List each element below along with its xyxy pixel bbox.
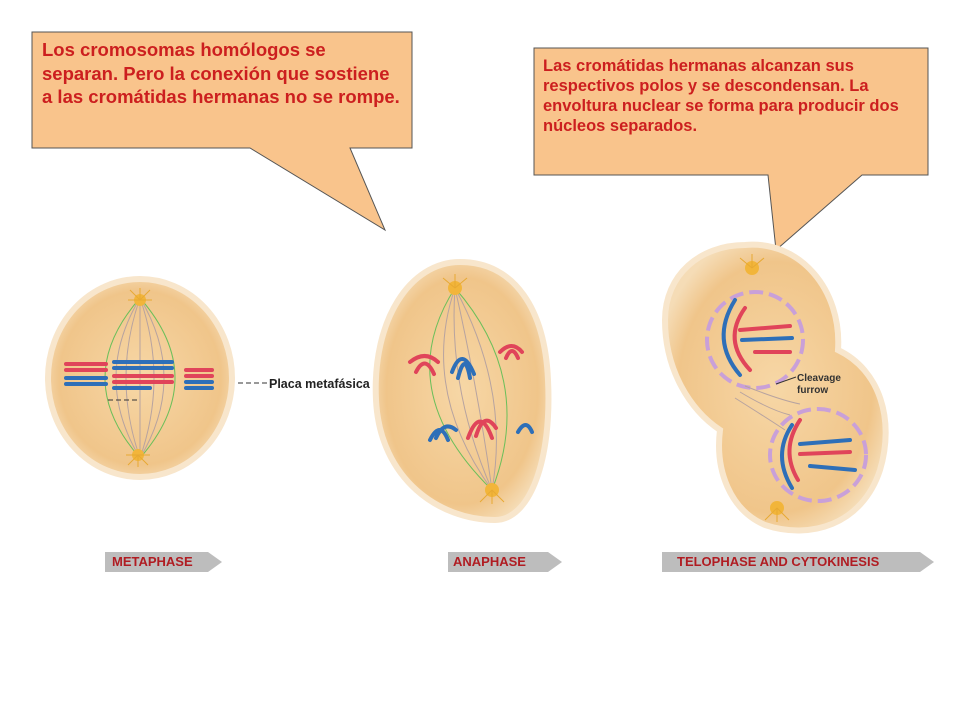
callout-1	[31, 31, 413, 232]
anaphase-centrosome-bottom	[479, 483, 505, 504]
callout-2	[533, 47, 929, 252]
cleavage-furrow-leader	[775, 376, 797, 385]
telophase-nuclear-envelopes	[705, 290, 868, 503]
telophase-centrosome-bottom	[764, 501, 790, 522]
cleavage-furrow-label-line2: furrow	[797, 385, 829, 396]
phase-arrow-metaphase	[105, 552, 222, 572]
telophase-cell	[661, 241, 889, 534]
callout-2-text: Las cromátidas hermanas alcanzan sus res…	[543, 57, 899, 135]
metaphase-cell	[45, 276, 268, 480]
phase-label-metaphase: METAPHASE	[112, 554, 193, 569]
phase-label-anaphase: ANAPHASE	[453, 554, 526, 569]
callout-1-text: Los cromosomas homólogos se separan. Per…	[42, 39, 400, 107]
phase-arrow-anaphase	[448, 552, 562, 572]
cleavage-furrow-label-line1: Cleavage	[797, 373, 841, 384]
metaphase-centrosome-top	[128, 288, 152, 306]
phase-label-telophase: TELOPHASE AND CYTOKINESIS	[677, 554, 880, 569]
metaphase-chromosomes	[64, 360, 214, 390]
anaphase-spindle	[429, 287, 508, 491]
metaphase-plate-label: Placa metafásica	[269, 377, 370, 391]
metaphase-centrosome-bottom	[126, 449, 150, 467]
telophase-centrosome-top	[739, 254, 765, 275]
telophase-chromosomes	[721, 298, 857, 490]
cleavage-furrow-label: Cleavage furrow	[797, 373, 857, 397]
anaphase-cell	[372, 258, 552, 524]
anaphase-centrosome-top	[442, 274, 468, 295]
phase-arrow-telophase	[662, 552, 934, 572]
anaphase-chromosomes	[408, 344, 534, 442]
telophase-spindle	[734, 385, 801, 431]
